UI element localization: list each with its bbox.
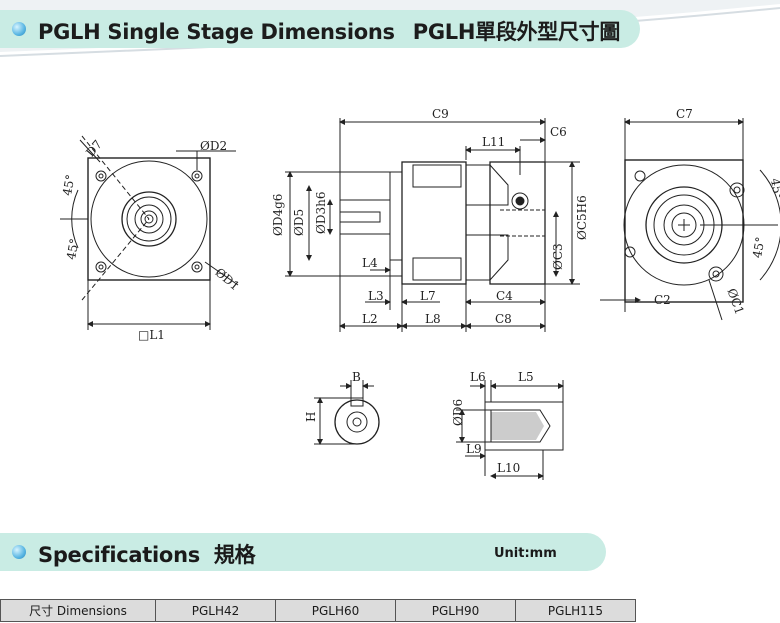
label-h: H <box>304 412 318 422</box>
header-bar <box>0 10 640 48</box>
column-header: PGLH60 <box>275 599 396 622</box>
label-l3: L3 <box>368 289 384 303</box>
page-title: PGLH Single Stage Dimensions PGLH單段外型尺寸圖 <box>38 16 620 46</box>
dimension-drawing: D7 ØD2 ØD1 45° 45° □L1 C9 L11 C6 ØD4g6 Ø… <box>60 107 780 480</box>
label-l11: L11 <box>482 135 505 149</box>
label-c9: C9 <box>432 107 449 121</box>
specifications-bar <box>0 533 606 571</box>
label-l4: L4 <box>362 256 378 270</box>
label-l7: L7 <box>420 289 436 303</box>
rear-view <box>600 118 780 321</box>
header-bullet-icon <box>12 22 26 36</box>
dimension-labels: D7 ØD2 ØD1 45° 45° □L1 C9 L11 C6 ØD4g6 Ø… <box>60 107 780 475</box>
column-header: 尺寸 Dimensions <box>0 599 156 622</box>
label-d2: ØD2 <box>200 139 227 153</box>
column-header: PGLH115 <box>515 599 636 622</box>
column-header: PGLH90 <box>395 599 516 622</box>
label-d6: ØD6 <box>451 399 465 426</box>
specifications-title-en: Specifications <box>38 543 200 567</box>
label-l10: L10 <box>497 461 520 475</box>
label-l8: L8 <box>425 312 441 326</box>
label-front-angle-bottom: 45° <box>64 237 81 260</box>
label-b: B <box>352 370 361 384</box>
specifications-title: Specifications 規格 <box>38 539 256 569</box>
label-d5: ØD5 <box>292 209 306 236</box>
front-view <box>60 135 239 330</box>
label-d1: ØD1 <box>212 265 242 293</box>
label-d4: ØD4g6 <box>271 194 285 236</box>
page-title-cn: PGLH單段外型尺寸圖 <box>412 20 621 44</box>
label-rear-angle-top: 45° <box>768 177 780 200</box>
shaft-view <box>456 380 564 480</box>
label-c4: C4 <box>496 289 513 303</box>
label-c6: C6 <box>550 125 567 139</box>
label-c2: C2 <box>654 293 671 307</box>
unit-label: Unit:mm <box>494 546 557 561</box>
label-l1: □L1 <box>138 328 165 342</box>
label-d7: D7 <box>83 137 105 159</box>
label-c3: ØC3 <box>551 243 565 270</box>
label-l9: L9 <box>466 442 482 456</box>
label-d3: ØD3h6 <box>314 192 328 234</box>
label-c8: C8 <box>495 312 512 326</box>
label-c5: ØC5H6 <box>575 195 589 240</box>
specifications-table: 尺寸 Dimensions PGLH42 PGLH60 PGLH90 PGLH1… <box>0 599 636 622</box>
side-view <box>285 118 580 332</box>
table-header-row: 尺寸 Dimensions PGLH42 PGLH60 PGLH90 PGLH1… <box>0 599 636 622</box>
label-l6: L6 <box>470 370 486 384</box>
label-l5: L5 <box>518 370 534 384</box>
key-view <box>314 380 380 445</box>
specifications-bullet-icon <box>12 545 26 559</box>
specifications-title-cn: 規格 <box>213 543 256 567</box>
page-title-en: PGLH Single Stage Dimensions <box>38 20 395 44</box>
label-c7: C7 <box>676 107 693 121</box>
label-l2: L2 <box>362 312 378 326</box>
column-header: PGLH42 <box>155 599 276 622</box>
label-rear-angle-bottom: 45° <box>750 236 767 259</box>
label-front-angle-top: 45° <box>60 173 77 196</box>
